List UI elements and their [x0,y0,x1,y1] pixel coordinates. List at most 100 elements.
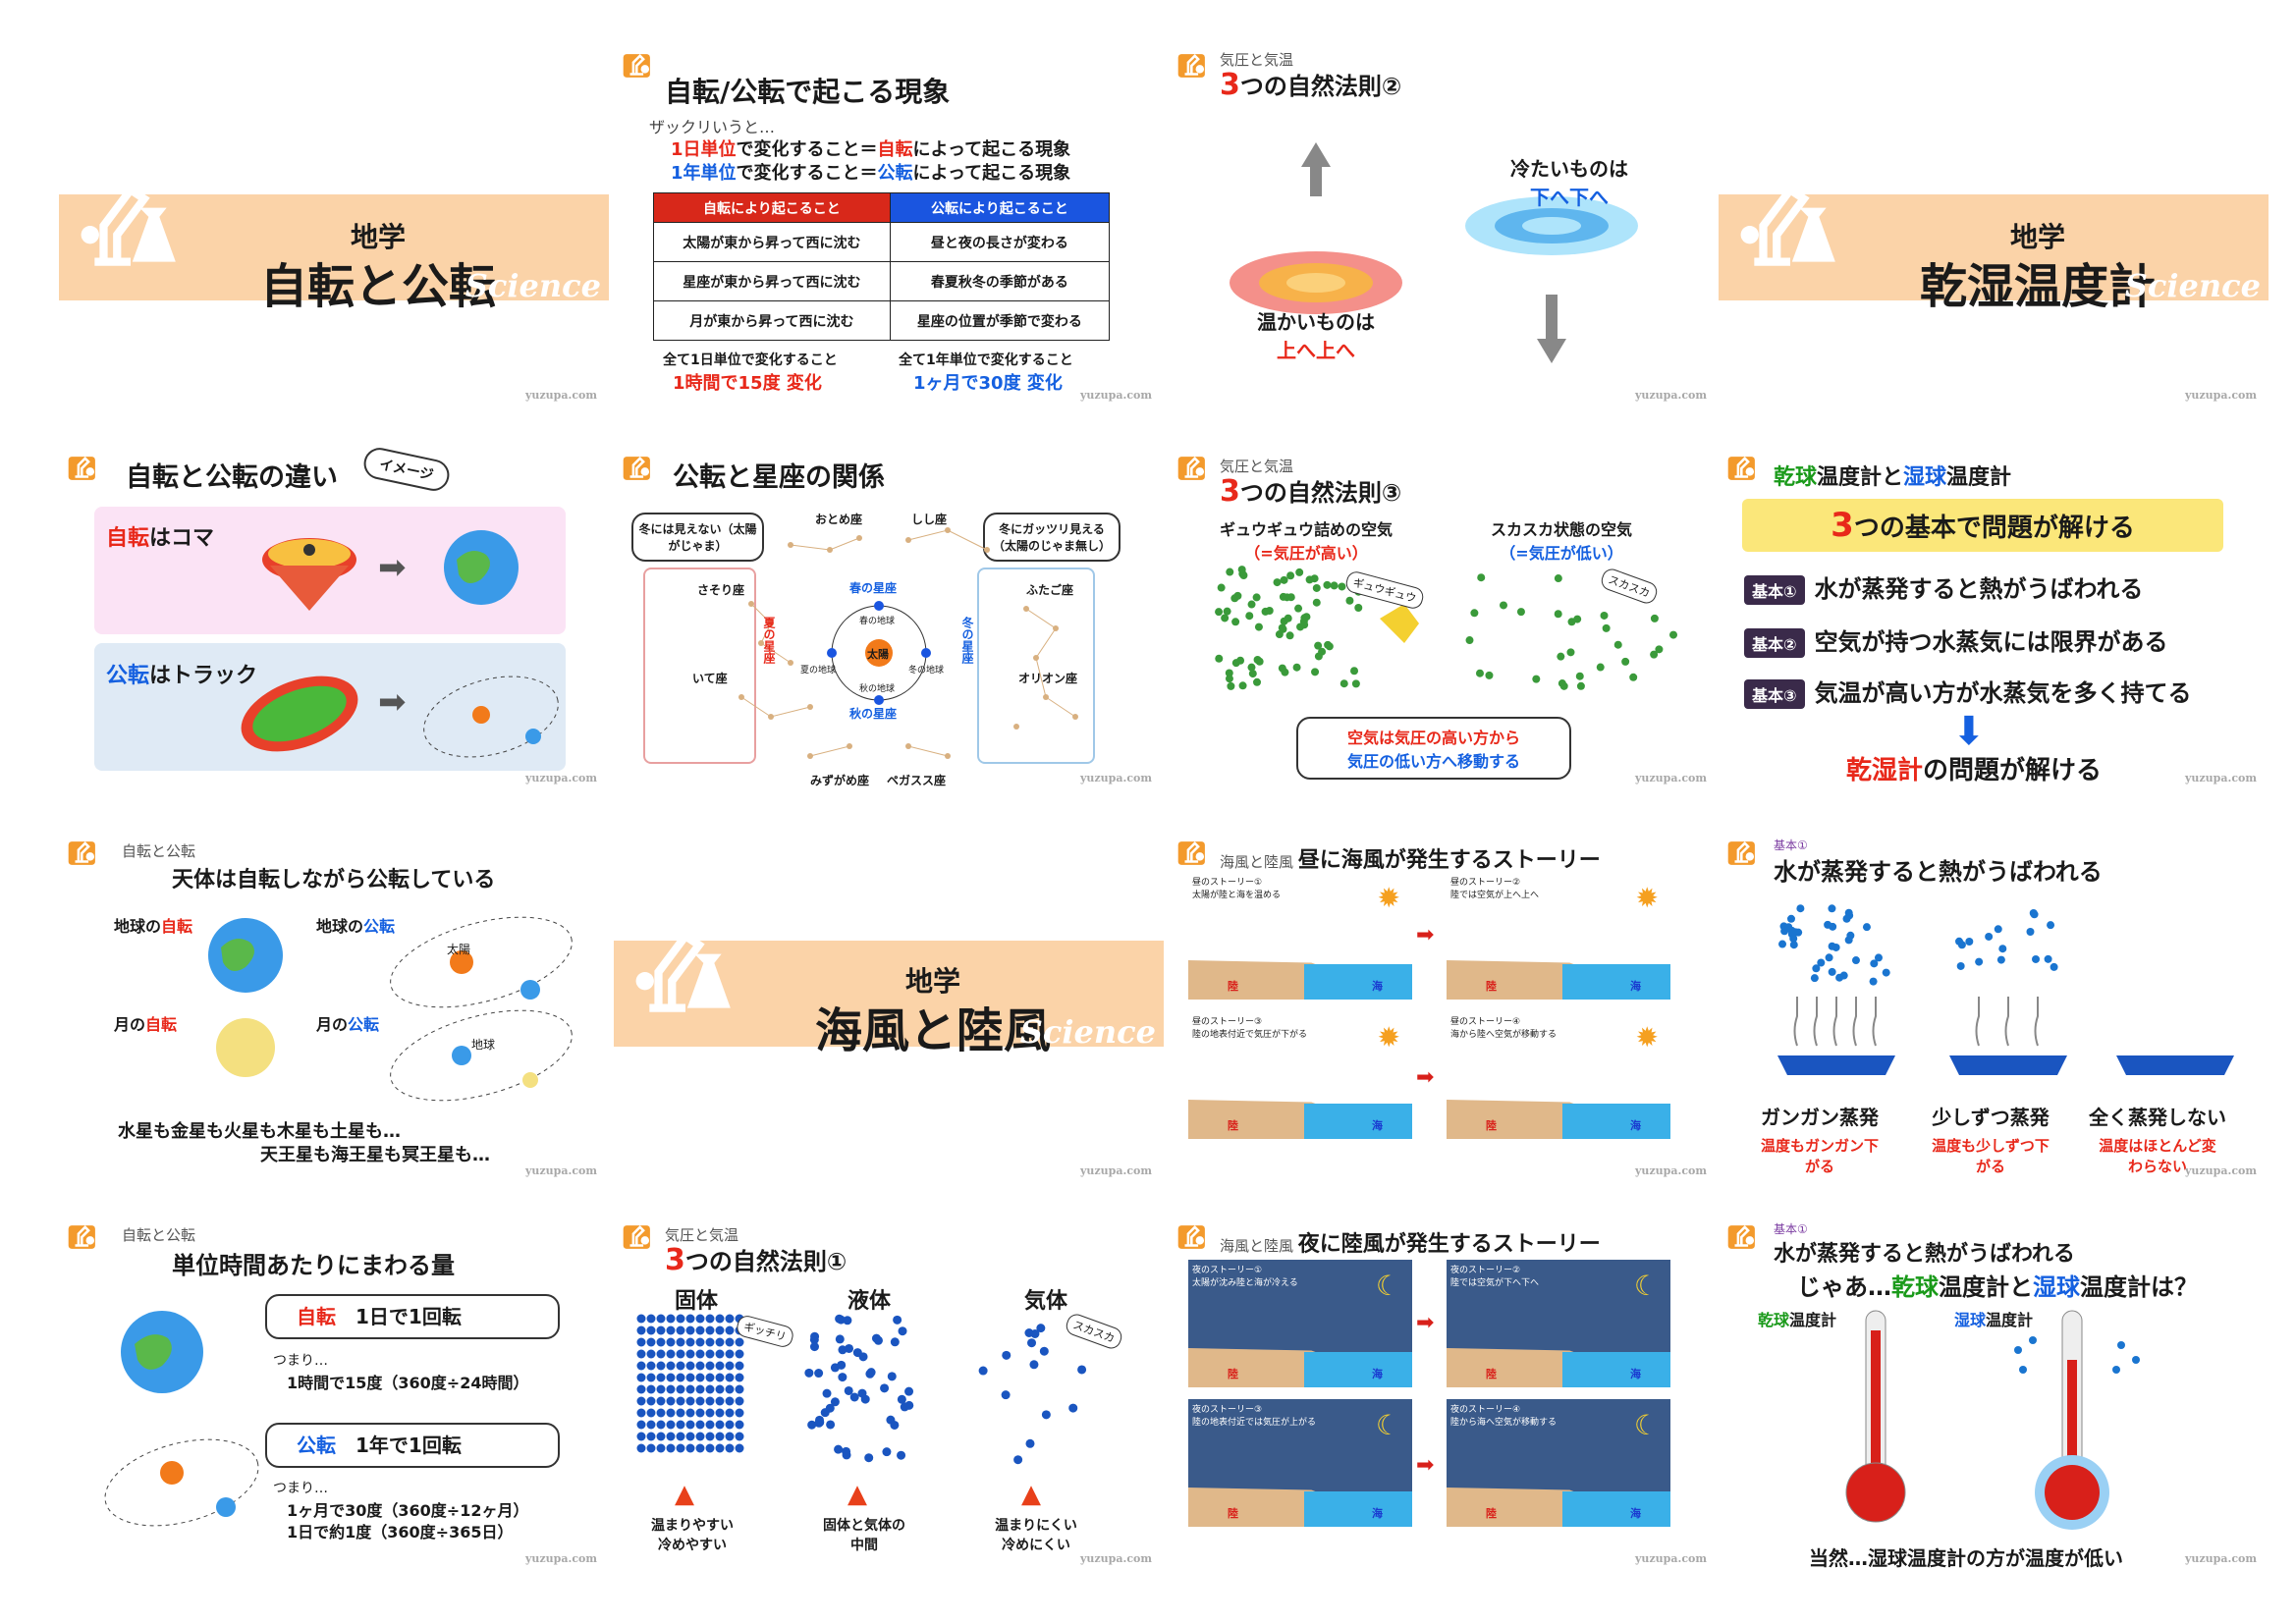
slide-title: 水が蒸発すると熱がうばわれる [1774,1242,2075,1267]
orbit-icon [423,676,559,758]
table-cell: 月が東から昇って西に沈む [653,300,891,341]
label-winter: 冬の星座 [960,617,974,664]
revolution-note-2: 1日で約1度（360度÷365日） [287,1523,514,1542]
logo-icon [622,49,655,82]
logo-icon [1176,1220,1210,1254]
speech-bubble-right: 冬にガッツリ見える（太陽のじゃま無し） [983,513,1121,562]
earth-icon [444,530,519,605]
slide-evaporation[interactable]: 基本① 水が蒸発すると熱がうばわれる ガンガン蒸発 少しずつ蒸発 全く蒸発しない… [1719,815,2269,1183]
label-aquarius: みずがめ座 [810,774,870,787]
slide-title: 3つの自然法則② [1220,68,1402,102]
running-track-icon [241,676,358,752]
constellation-diagram [738,527,1078,759]
down-arrow-icon: ⬇ [1952,709,1986,754]
slide-title: 3つの自然法則③ [1220,474,1402,509]
moon-rotation-label: 月の自転 [114,1015,178,1034]
revolution-note-1: 1ヶ月で30度（360度÷12ヶ月） [287,1501,529,1520]
arrow-icon: ➡ [378,548,407,587]
table-cell: 昼と夜の長さが変わる [889,222,1111,262]
label-autumn: 秋の星座 [849,707,898,721]
summary-line-2: 1年単位で変化すること＝公転によって起こる現象 [671,163,1071,184]
slide-law-2[interactable]: 気圧と気温 3つの自然法則② 冷たいものは下へ下へ 温かいものは上へ上へ yuz… [1169,39,1719,407]
story-panel: 昼のストーリー① 太陽が陸と海を温める✹陸海 [1188,872,1412,1000]
slide-cover-sea-land-breeze[interactable]: 地学 海風と陸風 Science yuzupa.com [614,815,1164,1183]
slide-rotate-while-revolving[interactable]: 自転と公転 天体は自転しながら公転している 地球の自転 地球の公転 太陽 月の自… [59,815,609,1183]
table-cell: 春夏秋冬の季節がある [889,261,1111,301]
story-panel: 昼のストーリー② 陸では空気が上へ上へ✹陸海 [1447,872,1670,1000]
evap-note-2: 温度も少しずつ下がる [1932,1137,2050,1175]
logo-icon [1726,837,1760,870]
slide-law-3[interactable]: 気圧と気温 3つの自然法則③ ギュウギュウ詰めの空気（=気圧が高い） スカスカ状… [1169,422,1719,790]
evap-note-3: 温度はほとんど変わらない [2099,1137,2216,1175]
earth-revolution-label: 地球の公転 [316,917,396,936]
warm-air-illustration [1230,142,1402,314]
dry-thermometer-icon [1845,1310,1906,1523]
slide-title: 海風と陸風 昼に海風が発生するストーリー [1220,848,1601,873]
label-leo: しし座 [911,513,948,526]
logo-icon [1176,49,1210,82]
message-bubble: 空気は気圧の高い方から気圧の低い方へ移動する [1296,717,1571,780]
air-particles-illustration [1215,566,1678,690]
arrow-icon: ➡ [378,682,407,722]
earth-icon [121,1311,203,1393]
cover-title: 乾湿温度計 [1919,259,2156,314]
footer-revolution-rate: 1ヶ月で30度 変化 [913,373,1063,394]
panel-rotation-label: 自転はコマ [106,526,215,551]
warm-text: 温かいものは上へ上へ [1257,310,1375,362]
slide-title: 自転/公転で起こる現象 [665,76,951,108]
site-credit: yuzupa.com [1080,1164,1152,1177]
evap-label-3: 全く蒸発しない [2089,1106,2226,1129]
sun-label: 太陽 [447,943,471,956]
site-credit: yuzupa.com [2185,1164,2257,1177]
logo-icon [67,1220,100,1254]
table-header-rotation: 自転により起こること [653,192,891,223]
result-text: 乾湿計の問題が解ける [1846,756,2103,785]
revolution-bubble: 公転 1年で1回転 [265,1423,560,1468]
slide-category: 気圧と気温 [665,1226,739,1244]
site-credit: yuzupa.com [1080,1552,1152,1565]
cold-air-illustration [1465,196,1638,363]
story-panel: 夜のストーリー① 太陽が沈み陸と海が冷える☾陸海 [1188,1260,1412,1387]
slide-cover-psychrometer[interactable]: 地学 乾湿温度計 Science yuzupa.com [1719,39,2269,407]
label-summer-earth: 夏の地球 [800,666,837,676]
slide-title: 単位時間あたりにまわる量 [172,1252,455,1279]
phenomena-table: 自転により起こること公転により起こること 太陽が東から昇って西に沈む昼と夜の長さ… [653,192,1111,341]
slide-night-land-breeze[interactable]: 海風と陸風 夜に陸風が発生するストーリー 夜のストーリー① 太陽が沈み陸と海が冷… [1169,1203,1719,1571]
label-summer: 夏の星座 [762,617,776,664]
slide-phenomena[interactable]: 自転/公転で起こる現象 ザックリいうと… 1日単位で変化すること＝自転によって起… [614,39,1164,407]
slide-cover-rotation[interactable]: 地学 自転と公転 Science yuzupa.com [59,39,609,407]
site-credit: yuzupa.com [1635,772,1707,784]
label-gemini: ふたご座 [1026,583,1074,597]
headline-box: 3つの基本で問題が解ける [1742,499,2223,552]
table-header-revolution: 公転により起こること [889,192,1111,223]
logo-icon [1726,1220,1760,1254]
site-credit: yuzupa.com [1635,389,1707,402]
slide-thermometers[interactable]: 基本① 水が蒸発すると熱がうばわれる じゃあ…乾球温度計と湿球温度計は？ 乾球温… [1719,1203,2269,1571]
label-autumn-earth: 秋の地球 [859,684,896,694]
slide-day-sea-breeze[interactable]: 海風と陸風 昼に海風が発生するストーリー 昼のストーリー① 太陽が陸と海を温める… [1169,815,1719,1183]
slide-difference[interactable]: 自転と公転の違い イメージ 自転はコマ ➡ 公転はトラック ➡ yuzupa.c… [59,422,609,790]
logo-icon [622,1220,655,1254]
footer-rotation-rate: 1時間で15度 変化 [673,373,822,394]
site-credit: yuzupa.com [2185,389,2257,402]
cover-category: 地学 [2009,221,2065,253]
site-credit: yuzupa.com [525,772,597,784]
slide-title: 自転と公転の違い [126,462,338,493]
slide-law-1[interactable]: 気圧と気温 3つの自然法則① 固体 液体 気体 ギッチリ スカスカ ▲ ▲ ▲ … [614,1203,1164,1571]
question-line: じゃあ…乾球温度計と湿球温度計は？ [1797,1273,2198,1301]
earth-label: 地球 [471,1038,496,1052]
orbit-icon [104,1438,259,1527]
logo-icon [1726,452,1760,485]
rotation-note-lead: つまり… [273,1353,328,1369]
evap-note-1: 温度もガンガン下がる [1760,1137,1879,1175]
state-gas: 気体 [1024,1289,1068,1314]
slide-title: 3つの自然法則① [665,1243,847,1277]
slide-constellations[interactable]: 公転と星座の関係 冬には見えない（太陽がじゃま） 冬にガッツリ見える（太陽のじゃ… [614,422,1164,790]
winter-panel [977,568,1095,764]
moon-revolution-label: 月の公転 [316,1015,380,1034]
label-winter-earth: 冬の地球 [908,666,945,676]
slide-rate-per-time[interactable]: 自転と公転 単位時間あたりにまわる量 自転 1日で1回転 つまり… 1時間で15… [59,1203,609,1571]
label-sun: 太陽 [867,648,889,661]
